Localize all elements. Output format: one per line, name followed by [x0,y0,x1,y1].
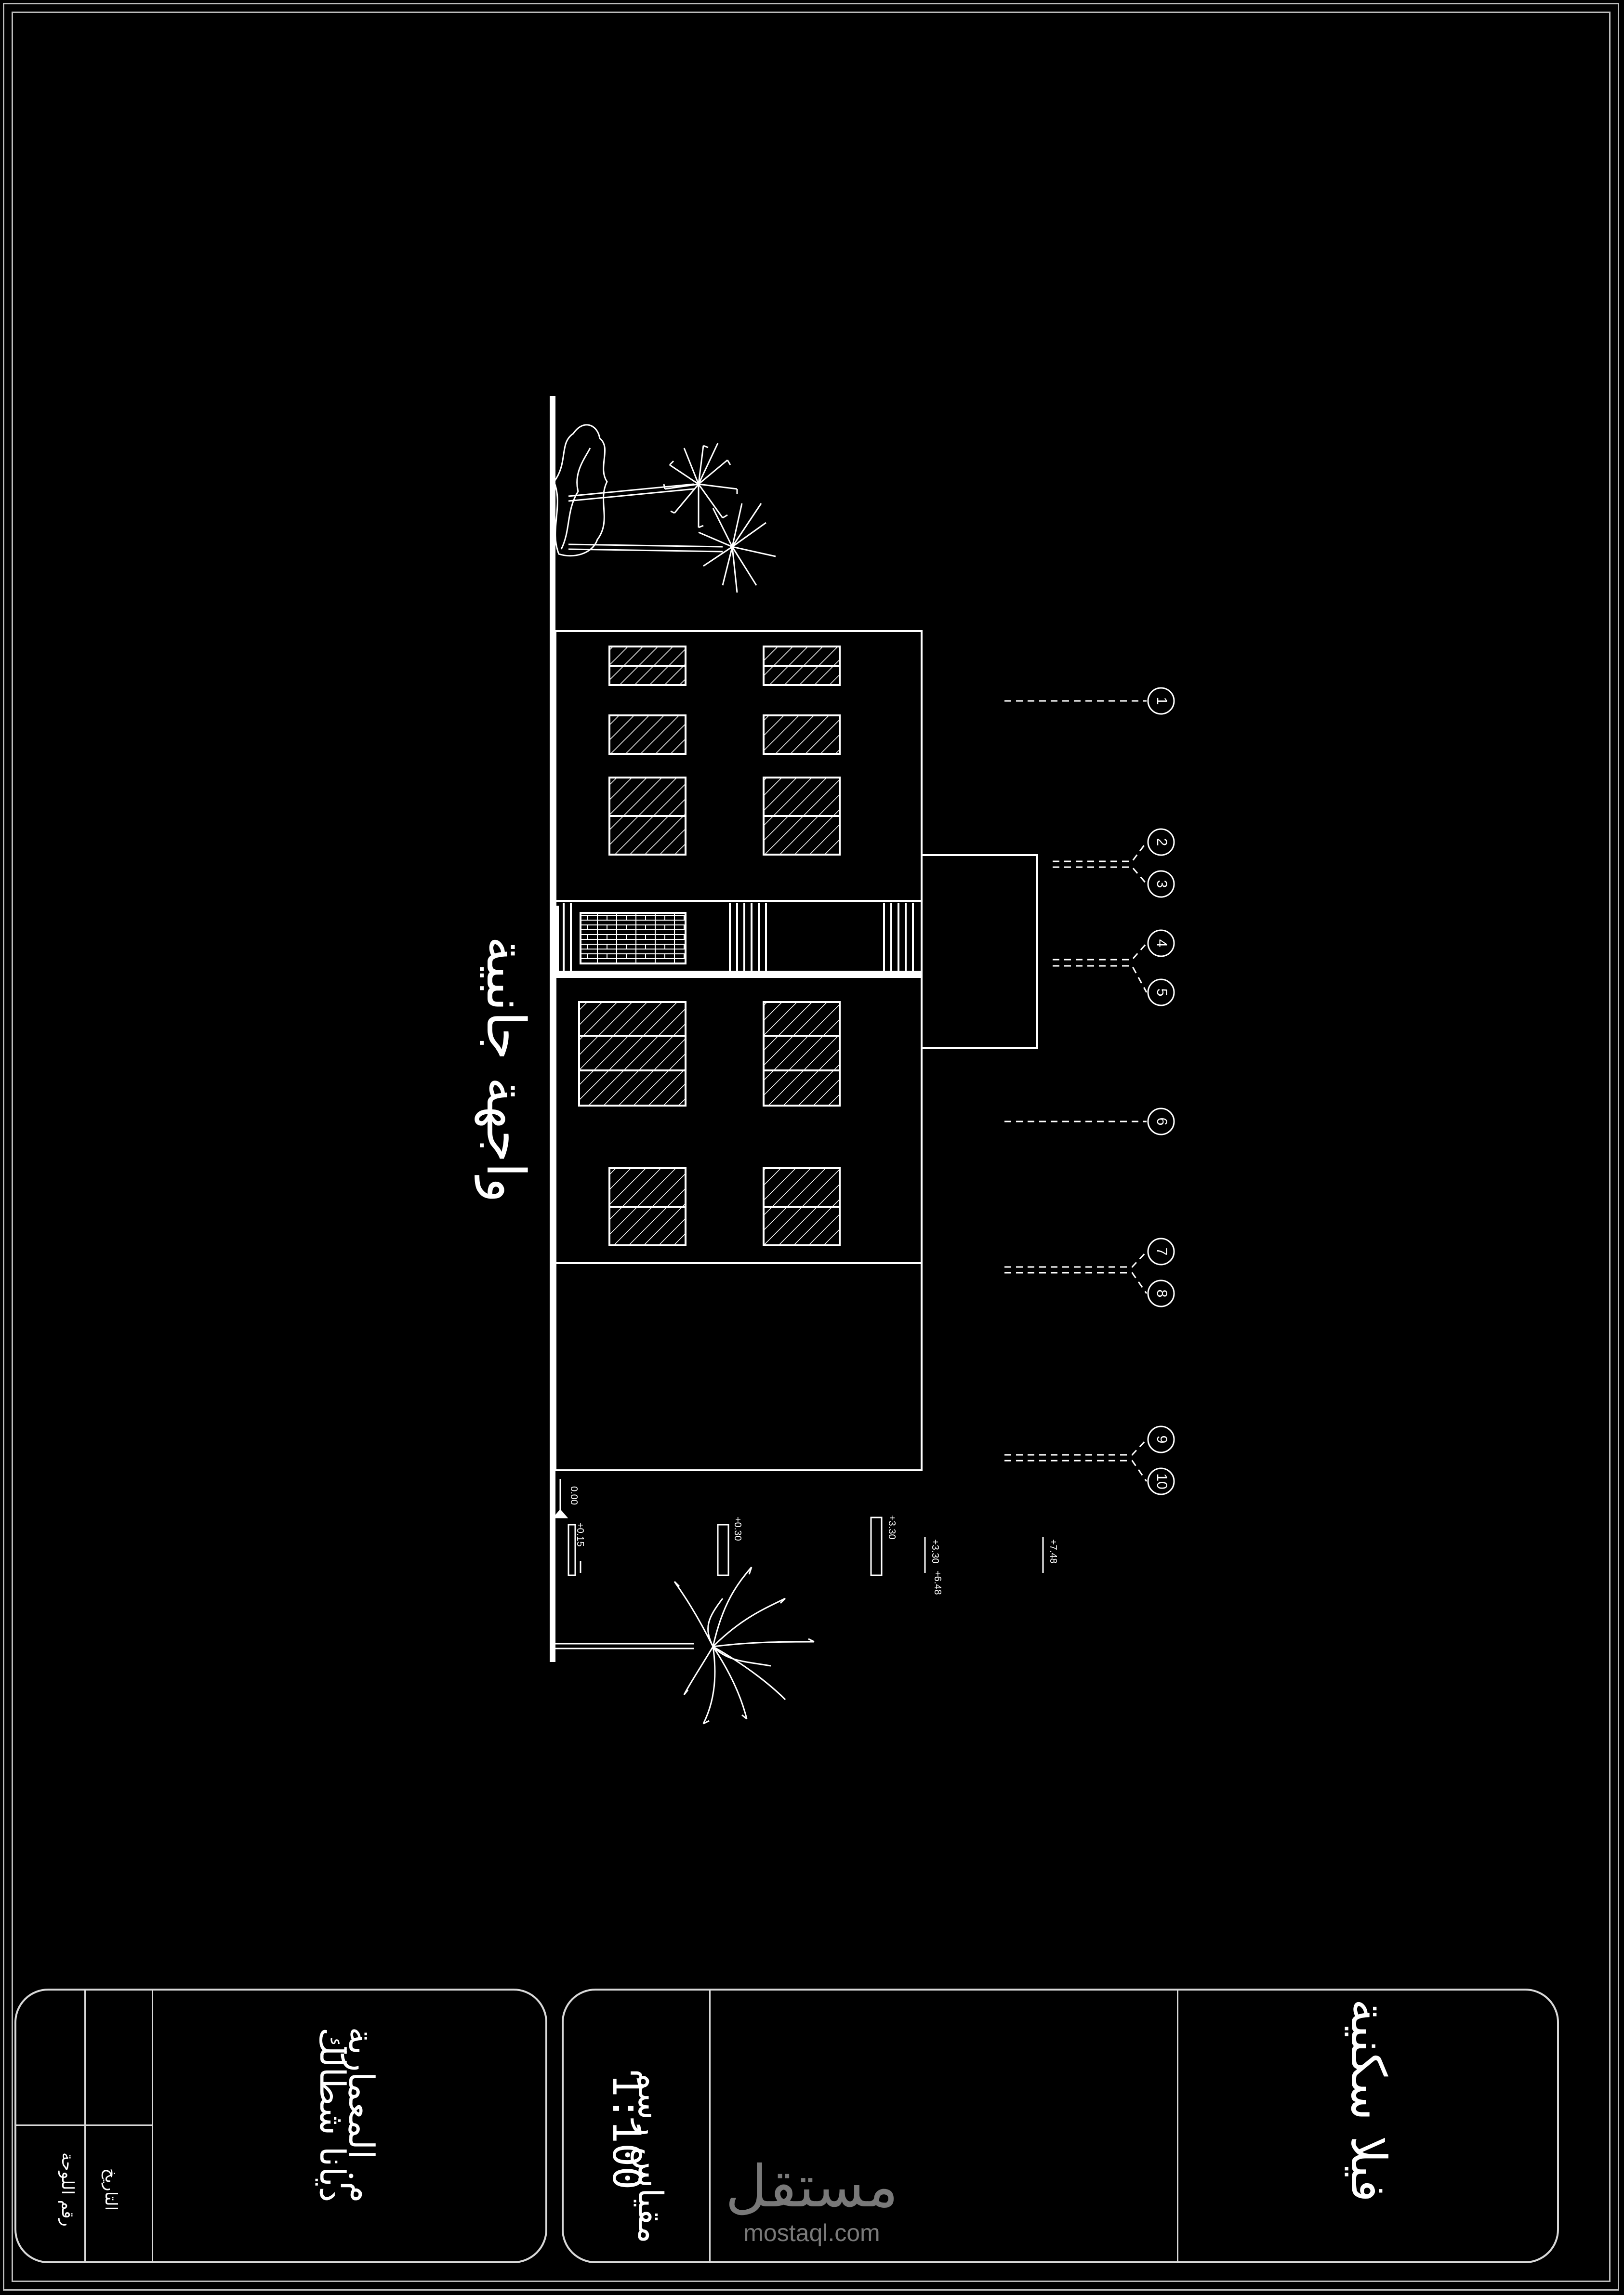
callout-label-3: 3 [1154,880,1170,888]
stair-band [555,971,922,976]
callout-bubble-5 [1147,978,1175,1006]
callout-label-9: 9 [1154,1436,1170,1444]
department-line-2: ديانا شطالك [312,2027,353,2203]
title-block-divider-4 [709,1990,711,2262]
date-label: التاريخ [101,2168,120,2211]
watermark: مستقل mostaql.com [708,2156,915,2247]
callout-label-1: 1 [1154,697,1170,705]
title-block-divider-3 [14,2124,153,2126]
callout-bubble-6 [1147,1108,1175,1135]
elevation-title: واجهة جانبية [475,936,537,1203]
sheet-number-label: رقم اللوحة [58,2152,77,2227]
callout-bubble-8 [1147,1279,1175,1307]
drawing-outer-border [3,3,1619,2291]
level-4: +3.30 [930,1539,940,1564]
level-0: 0.00 [568,1486,579,1505]
shrub-top [553,424,608,557]
title-block-divider-2 [152,1990,153,2262]
level-marks [552,1479,1044,1576]
callout-bubble-1 [1147,687,1175,715]
callout-label-6: 6 [1154,1118,1170,1126]
watermark-logo: مستقل [725,2153,898,2220]
scale-value: 1:100 [604,2073,649,2190]
department-names: م. المعمارية ديانا شطالك [312,1999,382,2230]
callout-label-5: 5 [1154,989,1170,997]
level-1: +0.15 [575,1522,585,1547]
watermark-url: mostaql.com [743,2219,880,2246]
callout-bubble-10 [1147,1467,1175,1495]
callout-bubble-4 [1147,929,1175,957]
level-labels: 0.00 +0.15 +0.30 +3.30 +3.30 +6.48 +7.48 [568,1486,1058,1595]
level-6: +7.48 [1048,1539,1058,1564]
callout-bubble-7 [1147,1238,1175,1266]
title-block-right [562,1989,1559,2263]
callout-label-4: 4 [1154,939,1170,948]
callout-bubble-2 [1147,828,1175,856]
upper-windows [608,646,841,856]
project-name: فيلا سكنية [1340,1998,1397,2203]
callout-leaders [1004,700,1148,1482]
level-2: +0.30 [732,1517,743,1541]
title-block-divider-5 [1177,1990,1178,2262]
palm-tree-bottom [555,1567,815,1725]
callout-bubble-3 [1147,870,1175,898]
stair-details [563,903,914,971]
title-block-left [14,1989,547,2263]
title-block-divider-1 [84,1990,86,2262]
callout-label-10: 10 [1154,1473,1170,1489]
lower-windows [578,1001,841,1246]
palm-tree-top-1 [568,443,738,528]
callout-bubble-9 [1147,1425,1175,1453]
palm-tree-top-2 [568,503,776,593]
level-5: +6.48 [932,1570,943,1595]
drawing-inner-border [12,12,1611,2282]
level-3: +3.30 [886,1515,897,1540]
building-outline [555,630,1038,1471]
callout-label-8: 8 [1154,1290,1170,1298]
callout-label-2: 2 [1154,838,1170,846]
callout-label-7: 7 [1154,1248,1170,1256]
callout-bubbles: 1 2 3 4 5 6 7 8 9 10 [1147,687,1175,1495]
